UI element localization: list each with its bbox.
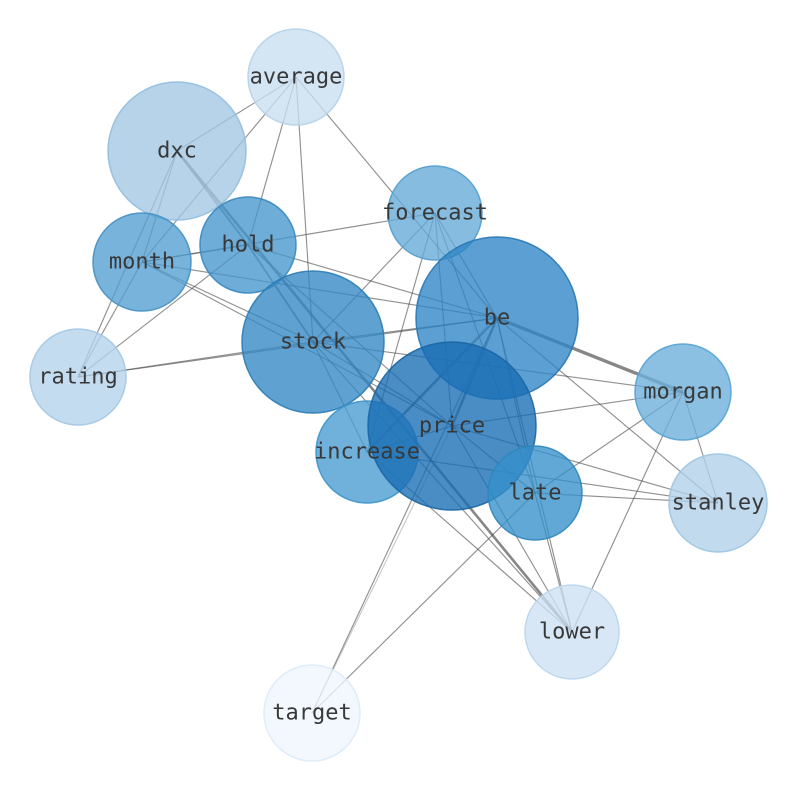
node-lower bbox=[524, 584, 620, 680]
node-month bbox=[92, 212, 192, 312]
node-late bbox=[487, 445, 583, 541]
node-average bbox=[247, 28, 345, 126]
node-price bbox=[367, 341, 537, 511]
node-stock bbox=[241, 270, 385, 414]
edge-late-target bbox=[311, 492, 536, 714]
nodes-layer bbox=[29, 28, 768, 762]
node-hold bbox=[199, 196, 297, 294]
node-morgan bbox=[634, 343, 732, 441]
node-dxc bbox=[107, 81, 247, 221]
node-forecast bbox=[387, 165, 483, 261]
node-rating bbox=[29, 328, 127, 426]
node-target bbox=[263, 664, 361, 762]
node-stanley bbox=[668, 453, 768, 553]
